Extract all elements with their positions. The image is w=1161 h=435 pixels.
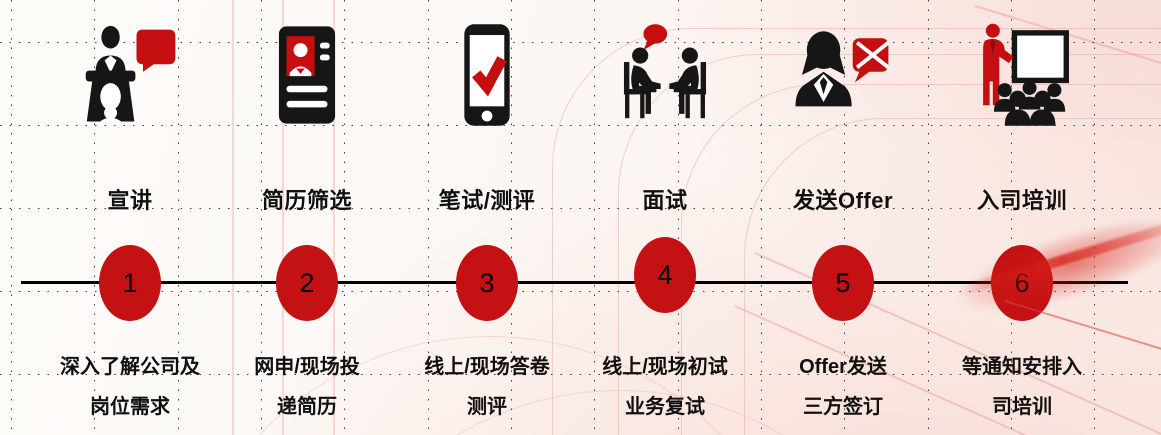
step-circle: 6 bbox=[991, 245, 1053, 321]
step-description: 深入了解公司及 岗位需求 bbox=[60, 356, 200, 418]
timeline-line bbox=[21, 281, 1128, 284]
step-circle: 1 bbox=[99, 245, 161, 321]
step-description: 等通知安排入 司培训 bbox=[962, 356, 1082, 418]
step-title: 面试 bbox=[642, 188, 688, 213]
step-number: 2 bbox=[299, 267, 315, 298]
step-circle: 5 bbox=[812, 245, 874, 321]
exam-check-phone-icon bbox=[397, 16, 577, 134]
step-number: 6 bbox=[1014, 267, 1030, 298]
step-2: 简历筛选 2 网申/现场投 递简历 bbox=[217, 0, 397, 435]
grid-dotted-line bbox=[11, 0, 12, 435]
step-circle: 2 bbox=[276, 245, 338, 321]
step-description: 线上/现场初试 业务复试 bbox=[602, 356, 728, 418]
step-title: 入司培训 bbox=[976, 188, 1067, 213]
step-title: 发送Offer bbox=[792, 188, 894, 213]
step-4: 面试 4 线上/现场初试 业务复试 bbox=[575, 0, 755, 435]
interview-talk-icon bbox=[575, 16, 755, 134]
step-1: 宣讲 1 深入了解公司及 岗位需求 bbox=[40, 0, 220, 435]
onboarding-training-icon bbox=[932, 16, 1112, 134]
step-description: 线上/现场答卷 测评 bbox=[424, 356, 550, 418]
step-title: 宣讲 bbox=[107, 188, 153, 213]
send-offer-mail-icon bbox=[753, 16, 933, 134]
step-title: 笔试/测评 bbox=[438, 188, 536, 213]
step-number: 3 bbox=[479, 267, 495, 298]
resume-icon bbox=[217, 16, 397, 134]
step-circle: 3 bbox=[456, 245, 518, 321]
step-circle: 4 bbox=[634, 237, 696, 313]
step-number: 5 bbox=[835, 267, 851, 298]
step-number: 1 bbox=[122, 267, 138, 298]
step-5: 发送Offer 5 Offer发送 三方签订 bbox=[753, 0, 933, 435]
podium-speaker-icon bbox=[40, 16, 220, 134]
step-number: 4 bbox=[657, 259, 673, 290]
step-description: 网申/现场投 递简历 bbox=[254, 356, 360, 418]
step-6: 入司培训 6 等通知安排入 司培训 bbox=[932, 0, 1112, 435]
step-title: 简历筛选 bbox=[261, 188, 352, 213]
step-3: 笔试/测评 3 线上/现场答卷 测评 bbox=[397, 0, 577, 435]
step-description: Offer发送 三方签订 bbox=[799, 356, 887, 418]
